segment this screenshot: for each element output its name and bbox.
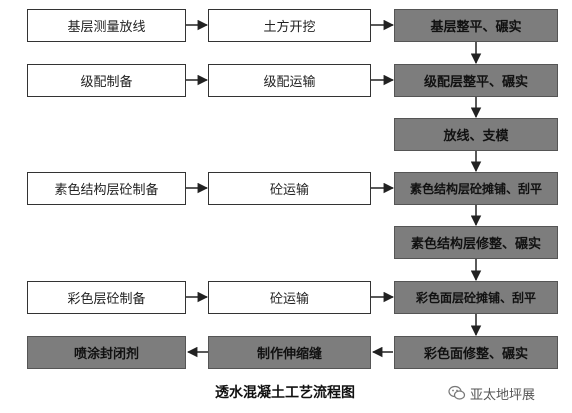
node-color-spreading: 彩色面层砼摊铺、刮平	[394, 281, 558, 314]
node-plain-concrete-prep: 素色结构层砼制备	[27, 172, 186, 205]
node-plain-spreading: 素色结构层砼摊铺、刮平	[394, 172, 558, 205]
node-excavation: 土方开挖	[208, 9, 371, 42]
node-spray-sealant: 喷涂封闭剂	[27, 336, 186, 369]
node-color-trimming: 彩色面修整、碾实	[394, 336, 558, 369]
node-gradation-transport: 级配运输	[208, 64, 371, 97]
node-layout-formwork: 放线、支模	[394, 118, 558, 151]
node-gradation-leveling: 级配层整平、碾实	[394, 64, 558, 97]
node-gradation-prep: 级配制备	[27, 64, 186, 97]
node-expansion-joint: 制作伸缩缝	[208, 336, 371, 369]
node-base-leveling: 基层整平、碾实	[394, 9, 558, 42]
wechat-icon	[448, 385, 466, 400]
node-survey-layout: 基层测量放线	[27, 9, 186, 42]
watermark-text: 亚太地坪展	[470, 387, 536, 403]
node-plain-trimming: 素色结构层修整、碾实	[394, 226, 558, 259]
node-color-concrete-prep: 彩色层砼制备	[27, 281, 186, 314]
node-concrete-transport-1: 砼运输	[208, 172, 371, 205]
diagram-caption: 透水混凝土工艺流程图	[215, 385, 355, 401]
watermark: 亚太地坪展	[448, 382, 568, 404]
node-concrete-transport-2: 砼运输	[208, 281, 371, 314]
